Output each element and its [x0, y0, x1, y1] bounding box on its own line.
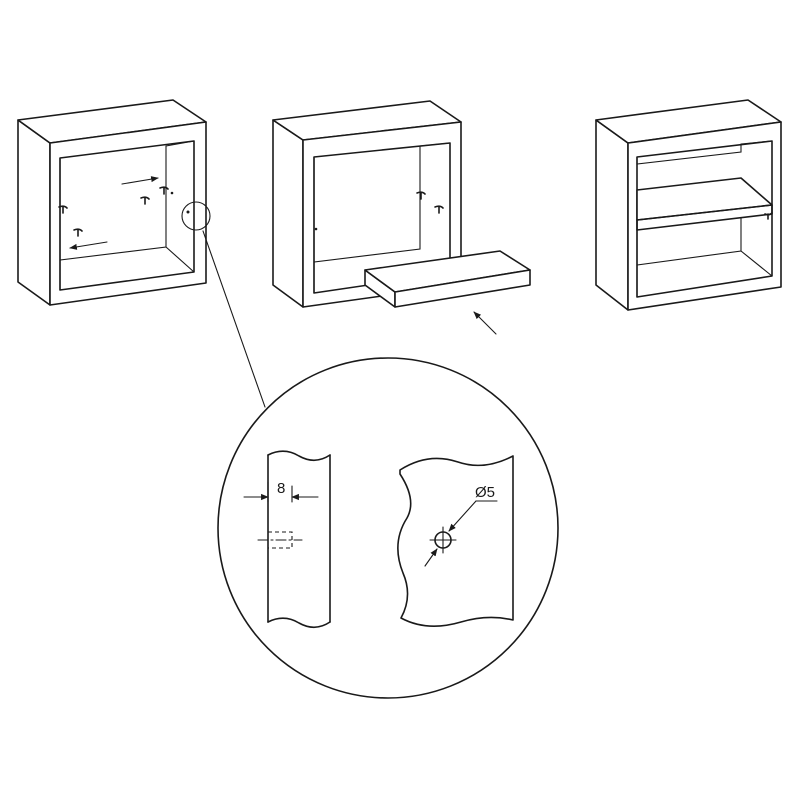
arrow-icon: [473, 311, 497, 335]
cube-step-2: [272, 100, 531, 335]
shelf-pin-icon: [416, 191, 444, 214]
panel-edge-section: [243, 450, 331, 629]
detail-callout-circle: [181, 201, 211, 231]
arrow-icon: [69, 241, 108, 250]
cube-step-3: [595, 99, 782, 311]
detail-magnifier: 8 Ø5: [217, 357, 559, 699]
shelf-board: [364, 250, 531, 308]
diameter-dimension-label: Ø5: [475, 484, 495, 501]
cube-step-1: [17, 99, 211, 306]
shelf-pin-icon: [58, 186, 169, 237]
leader-line: [202, 230, 266, 408]
panel-face-section: [397, 455, 514, 627]
depth-dimension-label: 8: [277, 480, 285, 497]
arrow-icon: [121, 176, 159, 185]
